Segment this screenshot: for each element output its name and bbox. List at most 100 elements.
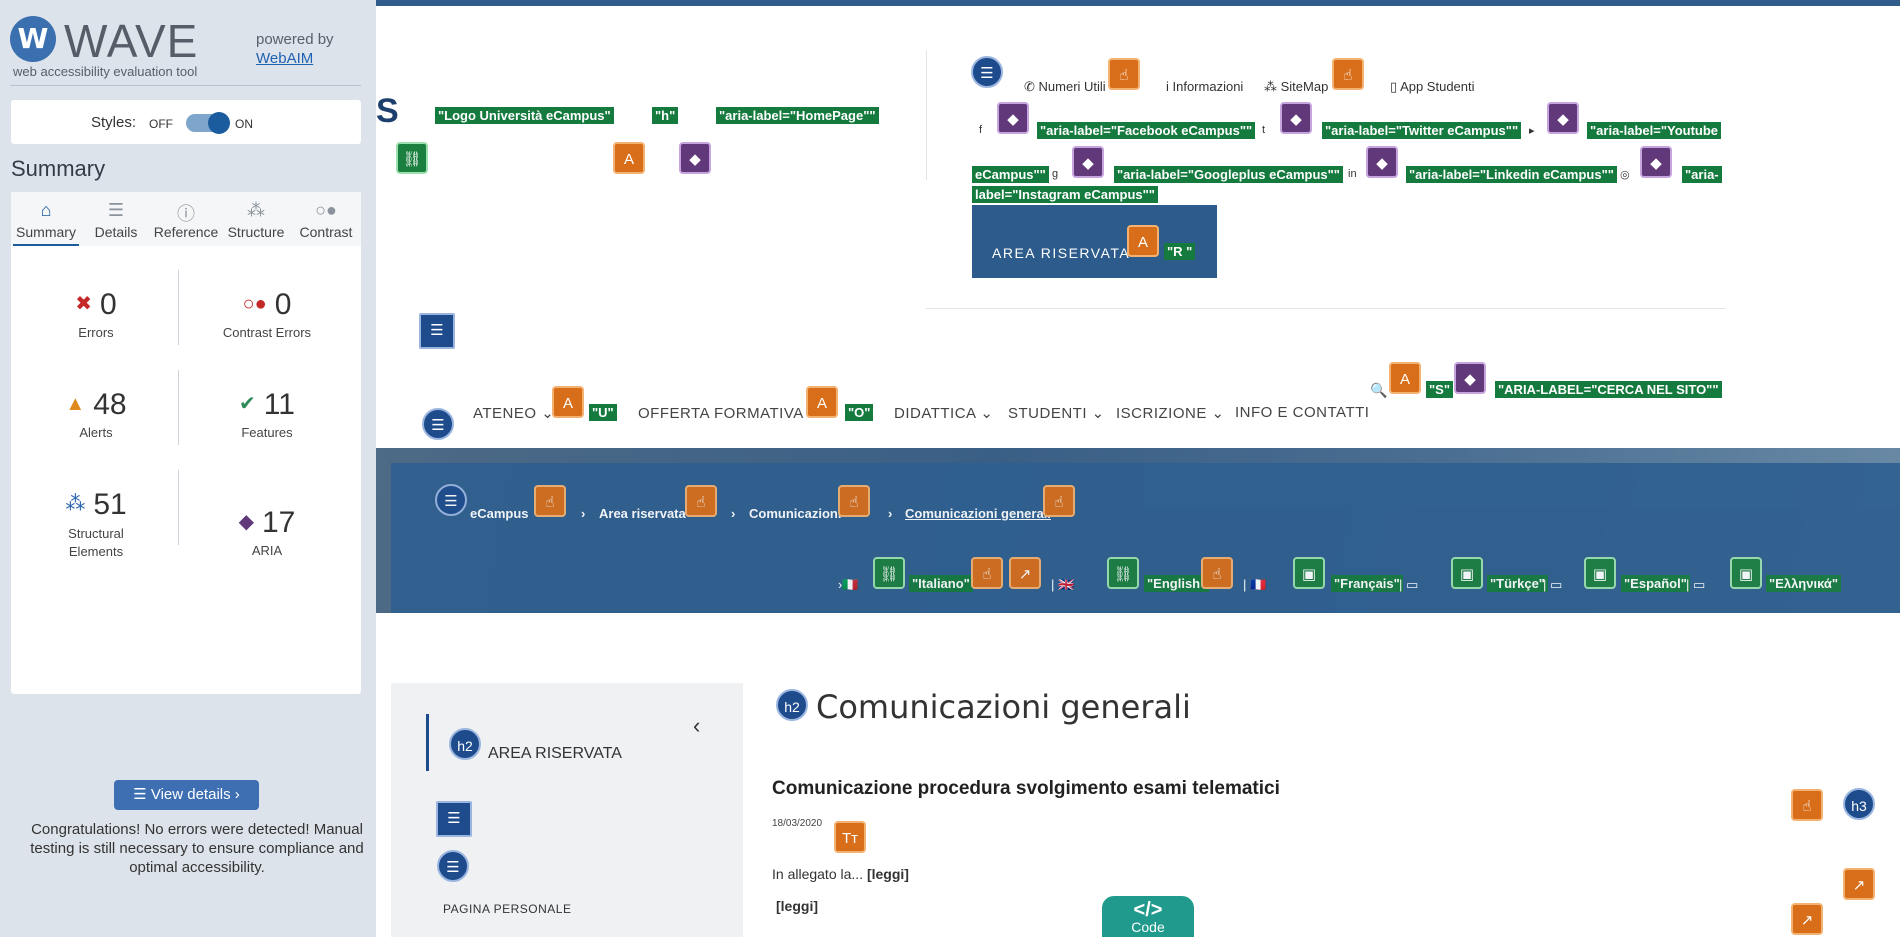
area-riservata-button[interactable]: AREA RISERVATA A "R " xyxy=(972,205,1217,278)
alert-icon[interactable]: A xyxy=(1127,225,1159,257)
menu-offerta-formativa[interactable]: OFFERTA FORMATIVA ⌄ xyxy=(638,405,820,422)
collapse-chevron-icon[interactable]: ‹ xyxy=(693,713,701,738)
alert-icon[interactable]: ↗ xyxy=(1843,868,1875,900)
alert-icon[interactable]: A xyxy=(613,142,645,174)
menu-studenti[interactable]: STUDENTI ⌄ xyxy=(1008,405,1105,422)
aria-label-icon[interactable]: ◆ xyxy=(997,102,1029,134)
linked-image-icon[interactable]: ⛓ xyxy=(396,142,428,174)
alert-icon[interactable]: ☝ xyxy=(1332,58,1364,90)
alert-icon[interactable]: A xyxy=(806,386,838,418)
alert-icon[interactable]: ☝ xyxy=(1201,557,1233,589)
contrast-errors-label: Contrast Errors xyxy=(222,325,312,340)
aria-label-icon[interactable]: ◆ xyxy=(1640,146,1672,178)
breadcrumb-area-riservata[interactable]: Area riservata xyxy=(599,506,686,521)
contrast-errors-stat[interactable]: ○●0 Contrast Errors xyxy=(187,284,347,340)
aria-label-icon[interactable]: ◆ xyxy=(1280,102,1312,134)
view-details-button[interactable]: ☰ View details › xyxy=(114,780,259,810)
tab-contrast[interactable]: ○● Contrast xyxy=(291,192,361,246)
alert-icon[interactable]: ↗ xyxy=(1791,903,1823,935)
menu-iscrizione[interactable]: ISCRIZIONE ⌄ xyxy=(1116,405,1225,422)
aria-label-icon[interactable]: ◆ xyxy=(1547,102,1579,134)
alert-icon[interactable]: ☝ xyxy=(685,485,717,517)
styles-toggle[interactable] xyxy=(186,112,230,134)
app-studenti-link[interactable]: ▯ App Studenti xyxy=(1390,79,1475,94)
alert-icon[interactable]: ☝ xyxy=(1108,58,1140,90)
numeri-utili-link[interactable]: ✆ Numeri Utili xyxy=(1024,79,1106,94)
image-icon[interactable]: ▣ xyxy=(1293,557,1325,589)
tab-reference[interactable]: ⓘ Reference xyxy=(151,192,221,246)
lang-turkce[interactable]: "Türkçe" xyxy=(1487,575,1548,592)
menu-didattica[interactable]: DIDATTICA ⌄ xyxy=(894,405,994,422)
alert-icon[interactable]: ☝ xyxy=(1043,485,1075,517)
alert-icon[interactable]: A xyxy=(552,386,584,418)
flag-fr-icon: | 🇫🇷 xyxy=(1243,577,1267,592)
image-icon[interactable]: ▣ xyxy=(1584,557,1616,589)
alert-icon[interactable]: ☝ xyxy=(1791,789,1823,821)
aria-label-icon[interactable]: ◆ xyxy=(1072,146,1104,178)
lang-italiano[interactable]: "Italiano" xyxy=(909,575,973,592)
leggi-link-2[interactable]: [leggi] xyxy=(776,898,818,914)
code-toggle-button[interactable]: </> Code xyxy=(1102,896,1194,937)
linked-image-icon[interactable]: ⛓ xyxy=(873,557,905,589)
alert-icon[interactable]: Tт xyxy=(834,821,866,853)
lang-francais[interactable]: "Français" xyxy=(1331,575,1403,592)
sitemap-link[interactable]: ⁂ SiteMap xyxy=(1264,79,1329,94)
aria-label-icon[interactable]: ◆ xyxy=(1454,362,1486,394)
alerts-label: Alerts xyxy=(79,425,113,440)
tab-details[interactable]: ☰ Details xyxy=(81,192,151,246)
alert-icon[interactable]: ☝ xyxy=(534,485,566,517)
aria-label-icon[interactable]: ◆ xyxy=(679,142,711,174)
breadcrumb-comunicazioni[interactable]: Comunicazioni xyxy=(749,506,842,521)
alert-icon[interactable]: ↗ xyxy=(1009,557,1041,589)
facebook-icon[interactable]: f xyxy=(979,124,983,136)
h3-icon[interactable]: h3 xyxy=(1843,788,1875,820)
twitter-icon[interactable]: t xyxy=(1262,124,1266,136)
logo-letter[interactable]: S xyxy=(376,92,399,130)
search-icon[interactable]: 🔍 xyxy=(1370,382,1388,398)
image-icon[interactable]: ▣ xyxy=(1451,557,1483,589)
list-structure-icon[interactable]: ☰ xyxy=(422,408,454,440)
aria-stat[interactable]: ◆17 ARIA xyxy=(187,502,347,558)
aria-label-icon[interactable]: ◆ xyxy=(1366,146,1398,178)
list-structure-icon[interactable]: ☰ xyxy=(971,56,1003,88)
lang-greek[interactable]: "Ελληνικά" xyxy=(1766,575,1842,592)
linkedin-icon[interactable]: in xyxy=(1348,168,1357,180)
leggi-link[interactable]: [leggi] xyxy=(866,866,909,882)
alert-icon[interactable]: ☝ xyxy=(971,557,1003,589)
tab-summary[interactable]: ⌂ Summary xyxy=(11,192,81,246)
list-structure-icon[interactable]: ☰ xyxy=(435,484,467,516)
h2-icon[interactable]: h2 xyxy=(449,728,481,760)
image-icon[interactable]: ▣ xyxy=(1730,557,1762,589)
features-stat[interactable]: ✔11 Features xyxy=(187,384,347,440)
menu-info-contatti[interactable]: INFO E CONTATTI xyxy=(1235,404,1370,421)
errors-count: 0 xyxy=(100,288,117,321)
errors-stat[interactable]: ✖0 Errors xyxy=(16,284,176,340)
sidebar-item-pagina-personale[interactable]: PAGINA PERSONALE xyxy=(443,902,572,916)
informazioni-link[interactable]: i Informazioni xyxy=(1166,79,1244,94)
breadcrumb-ecampus[interactable]: eCampus xyxy=(470,506,529,521)
structural-stat[interactable]: ⁂51 Structural Elements xyxy=(16,484,176,561)
code-label: Code xyxy=(1131,919,1165,935)
flag-es-icon: | ▭ xyxy=(1543,577,1563,592)
h2-icon[interactable]: h2 xyxy=(776,689,808,721)
html5-icon[interactable]: ☰ xyxy=(419,313,455,349)
lang-espanol[interactable]: "Español" xyxy=(1621,575,1690,592)
features-count: 11 xyxy=(263,388,295,421)
youtube-icon[interactable]: ▸ xyxy=(1529,125,1535,137)
congrats-message: Congratulations! No errors were detected… xyxy=(30,821,364,876)
googleplus-icon[interactable]: g xyxy=(1052,168,1059,180)
lang-english[interactable]: "English" xyxy=(1144,575,1210,592)
alerts-stat[interactable]: ▲48 Alerts xyxy=(16,384,176,440)
article-title[interactable]: Comunicazione procedura svolgimento esam… xyxy=(772,778,1280,799)
html5-icon[interactable]: ☰ xyxy=(436,801,472,837)
breadcrumb-current[interactable]: Comunicazioni generali xyxy=(905,506,1051,521)
alert-icon[interactable]: A xyxy=(1389,362,1421,394)
list-structure-icon[interactable]: ☰ xyxy=(437,850,469,882)
tab-structure[interactable]: ⁂ Structure xyxy=(221,192,291,246)
webaim-link[interactable]: WebAIM xyxy=(256,50,314,67)
alert-icon[interactable]: ☝ xyxy=(838,485,870,517)
menu-ateneo[interactable]: ATENEO ⌄ xyxy=(473,405,555,422)
twitter-aria-tag: "aria-label="Twitter eCampus"" xyxy=(1322,122,1522,139)
instagram-icon[interactable]: ◎ xyxy=(1620,169,1630,181)
linked-image-icon[interactable]: ⛓ xyxy=(1107,557,1139,589)
